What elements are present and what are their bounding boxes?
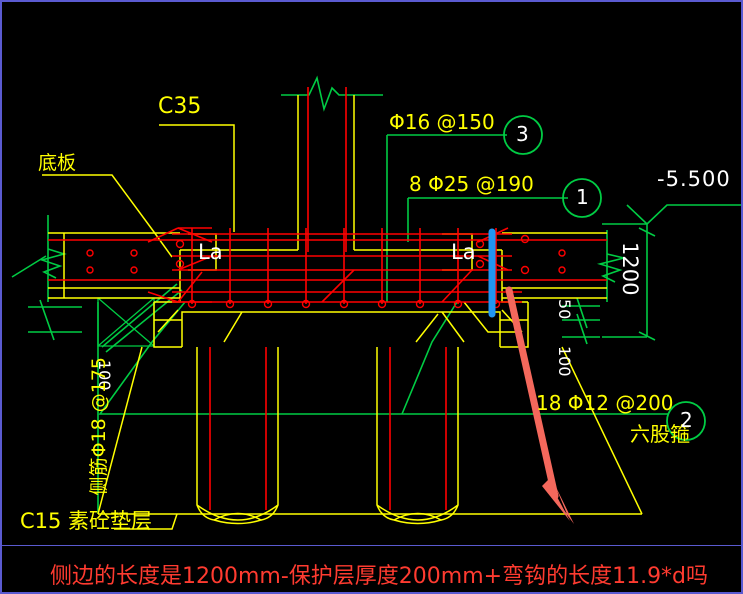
callout-circle-2[interactable]	[666, 401, 706, 441]
callout-circle-1[interactable]	[562, 178, 602, 218]
structure-outline-group	[42, 95, 643, 530]
callout-circles-group	[503, 115, 706, 441]
annotation-bar	[2, 545, 741, 592]
rebar-group	[48, 87, 607, 510]
green-leaders-group	[11, 75, 741, 514]
rebar-section-dots	[86, 234, 566, 309]
arrow-annotation[interactable]	[505, 286, 574, 524]
callout-circle-3[interactable]	[503, 115, 543, 155]
annotation-question-text: 侧边的长度是1200mm-保护层厚度200mm+弯钩的长度11.9*d吗	[50, 564, 709, 589]
